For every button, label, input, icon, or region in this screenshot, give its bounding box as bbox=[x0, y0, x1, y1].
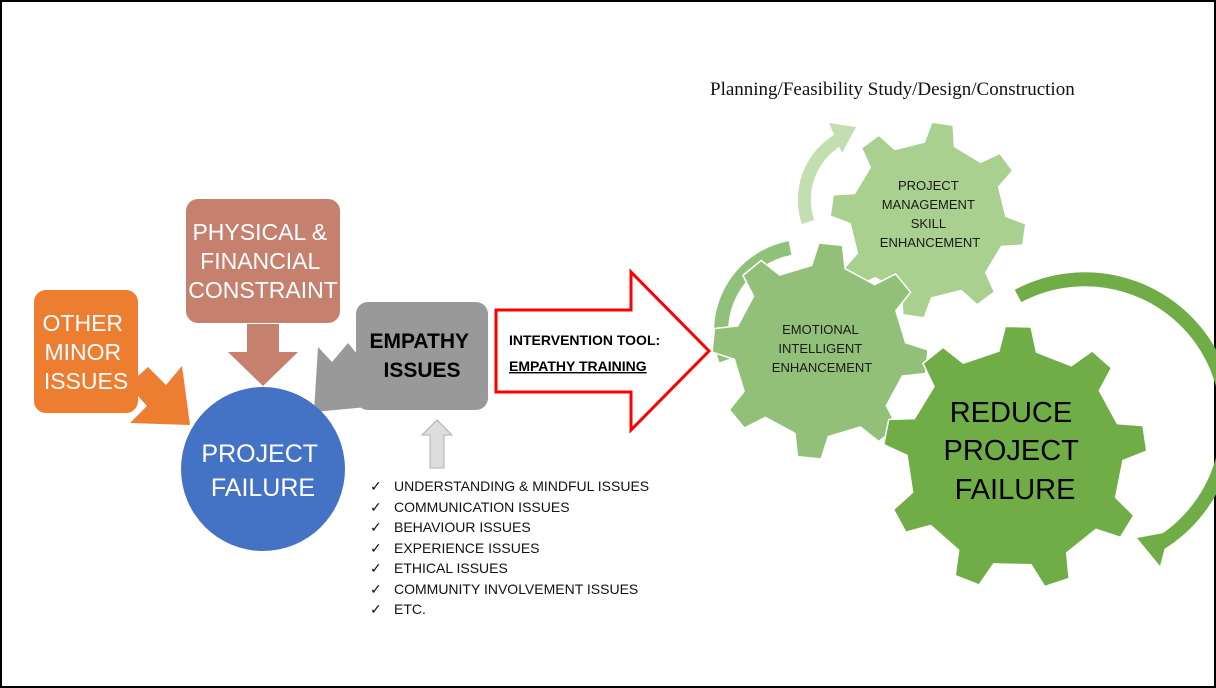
intervention-line2: EMPATHY TRAINING bbox=[509, 358, 647, 374]
gear-reduce-shape bbox=[882, 325, 1148, 588]
issue-text: ETC. bbox=[394, 601, 426, 617]
label-gear-emotional: EMOTIONAL INTELLIGENT ENHANCEMENT bbox=[772, 322, 872, 375]
cycle-arrow-top bbox=[797, 134, 842, 225]
issue-text: ETHICAL ISSUES bbox=[394, 560, 508, 576]
label-empathy-issues: EMPATHY ISSUES bbox=[369, 330, 474, 382]
issue-text: EXPERIENCE ISSUES bbox=[394, 539, 540, 556]
issue-list-item: ✓ BEHAVIOUR ISSUES bbox=[370, 517, 649, 538]
cycle-arrowhead-top bbox=[829, 123, 856, 153]
empathy-issue-list: ✓ UNDERSTANDING & MINDFUL ISSUES ✓ COMMUNIC… bbox=[370, 476, 649, 620]
issue-list-item: ✓ ETC. bbox=[370, 599, 649, 620]
gear-project-management bbox=[829, 121, 1027, 319]
issue-list-item: ✓ COMMUNITY INVOLVEMENT ISSUES bbox=[370, 579, 649, 600]
check-icon: ✓ bbox=[370, 519, 382, 535]
issue-list-item: ✓ ETHICAL ISSUES bbox=[370, 558, 649, 579]
box-other-minor-issues bbox=[34, 290, 138, 413]
caption-phases: Planning/Feasibility Study/Design/Constr… bbox=[710, 79, 1075, 100]
issue-list-item: ✓ COMMUNICATION ISSUES bbox=[370, 497, 649, 518]
check-icon: ✓ bbox=[370, 478, 382, 494]
box-physical-financial bbox=[186, 199, 340, 323]
issue-list-item: ✓ EXPERIENCE ISSUES bbox=[370, 538, 649, 559]
issue-text: COMMUNITY INVOLVEMENT ISSUES bbox=[394, 580, 639, 597]
label-project-failure: PROJECT FAILURE bbox=[201, 440, 324, 502]
check-icon: ✓ bbox=[370, 560, 382, 576]
label-physical-financial: PHYSICAL & FINANCIAL CONSTRAINT bbox=[188, 219, 338, 303]
intervention-arrow bbox=[494, 268, 712, 434]
arrow-up-to-empathy bbox=[420, 419, 454, 469]
gear-pm-shape bbox=[829, 121, 1027, 319]
check-icon: ✓ bbox=[370, 580, 382, 597]
label-gear-reduce: REDUCE PROJECT FAILURE bbox=[944, 397, 1087, 506]
issue-text: COMMUNICATION ISSUES bbox=[394, 498, 570, 515]
arrow-minor-to-failure bbox=[128, 366, 190, 425]
label-other-minor-issues: OTHER MINOR ISSUES bbox=[43, 310, 130, 394]
check-icon: ✓ bbox=[370, 601, 382, 617]
cycle-arrow-right bbox=[1014, 272, 1216, 555]
circle-project-failure bbox=[181, 387, 345, 551]
check-icon: ✓ bbox=[370, 539, 382, 556]
issue-text: BEHAVIOUR ISSUES bbox=[394, 519, 531, 535]
box-empathy-issues bbox=[356, 302, 488, 410]
issue-list-item: ✓ UNDERSTANDING & MINDFUL ISSUES bbox=[370, 476, 649, 497]
gear-reduce-failure bbox=[882, 325, 1148, 588]
arrow-physical-to-failure bbox=[228, 324, 298, 386]
intervention-line1: INTERVENTION TOOL: bbox=[509, 332, 660, 348]
cycle-arrowhead-right bbox=[1137, 532, 1169, 566]
issue-text: UNDERSTANDING & MINDFUL ISSUES bbox=[394, 478, 650, 494]
label-gear-project-management: PROJECT MANAGEMENT SKILL ENHANCEMENT bbox=[880, 178, 980, 250]
check-icon: ✓ bbox=[370, 498, 382, 515]
